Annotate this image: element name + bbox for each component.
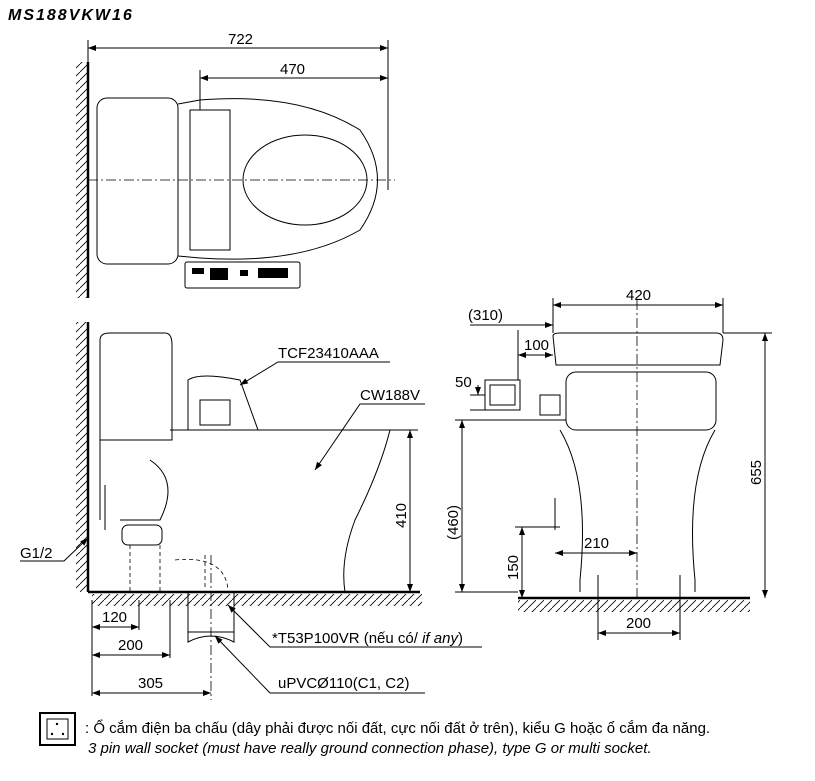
dim-120: 120 <box>102 609 127 626</box>
dim-460: (460) <box>445 505 462 540</box>
dim-100: 100 <box>524 337 549 354</box>
dim-305: 305 <box>138 675 163 692</box>
seat-model-label: TCF23410AAA <box>278 345 379 362</box>
dim-210: 210 <box>584 535 609 552</box>
model-title: MS188VKW16 <box>8 7 134 24</box>
bowl-model-label: CW188V <box>360 387 420 404</box>
legend-text-en: 3 pin wall socket (must have really grou… <box>88 740 652 757</box>
dim-150: 150 <box>505 555 522 580</box>
dim-420: 420 <box>626 287 651 304</box>
dim-722: 722 <box>228 31 253 48</box>
dim-310: (310) <box>468 307 503 324</box>
flange-label: *T53P100VR (nếu có/ if any) <box>272 630 463 647</box>
dim-410: 410 <box>393 503 410 528</box>
dim-200-front: 200 <box>626 615 651 632</box>
dim-470: 470 <box>280 61 305 78</box>
dim-200: 200 <box>118 637 143 654</box>
legend-text-vi: : Ổ cắm điện ba chấu (dây phải được nối … <box>85 720 711 737</box>
dim-655: 655 <box>748 460 765 485</box>
side-view: TCF23410AAA CW188V 410 G1/2 120 200 305 … <box>20 322 482 700</box>
top-view: 722 470 <box>76 31 395 298</box>
control-panel <box>184 261 301 289</box>
dim-g12: G1/2 <box>20 545 53 562</box>
dim-50: 50 <box>455 374 472 391</box>
pipe-label: uPVCØ110(C1, C2) <box>278 675 409 692</box>
wall-socket-icon <box>39 712 76 746</box>
front-view: 420 (310) 100 50 (460) 655 150 210 200 <box>445 287 772 640</box>
